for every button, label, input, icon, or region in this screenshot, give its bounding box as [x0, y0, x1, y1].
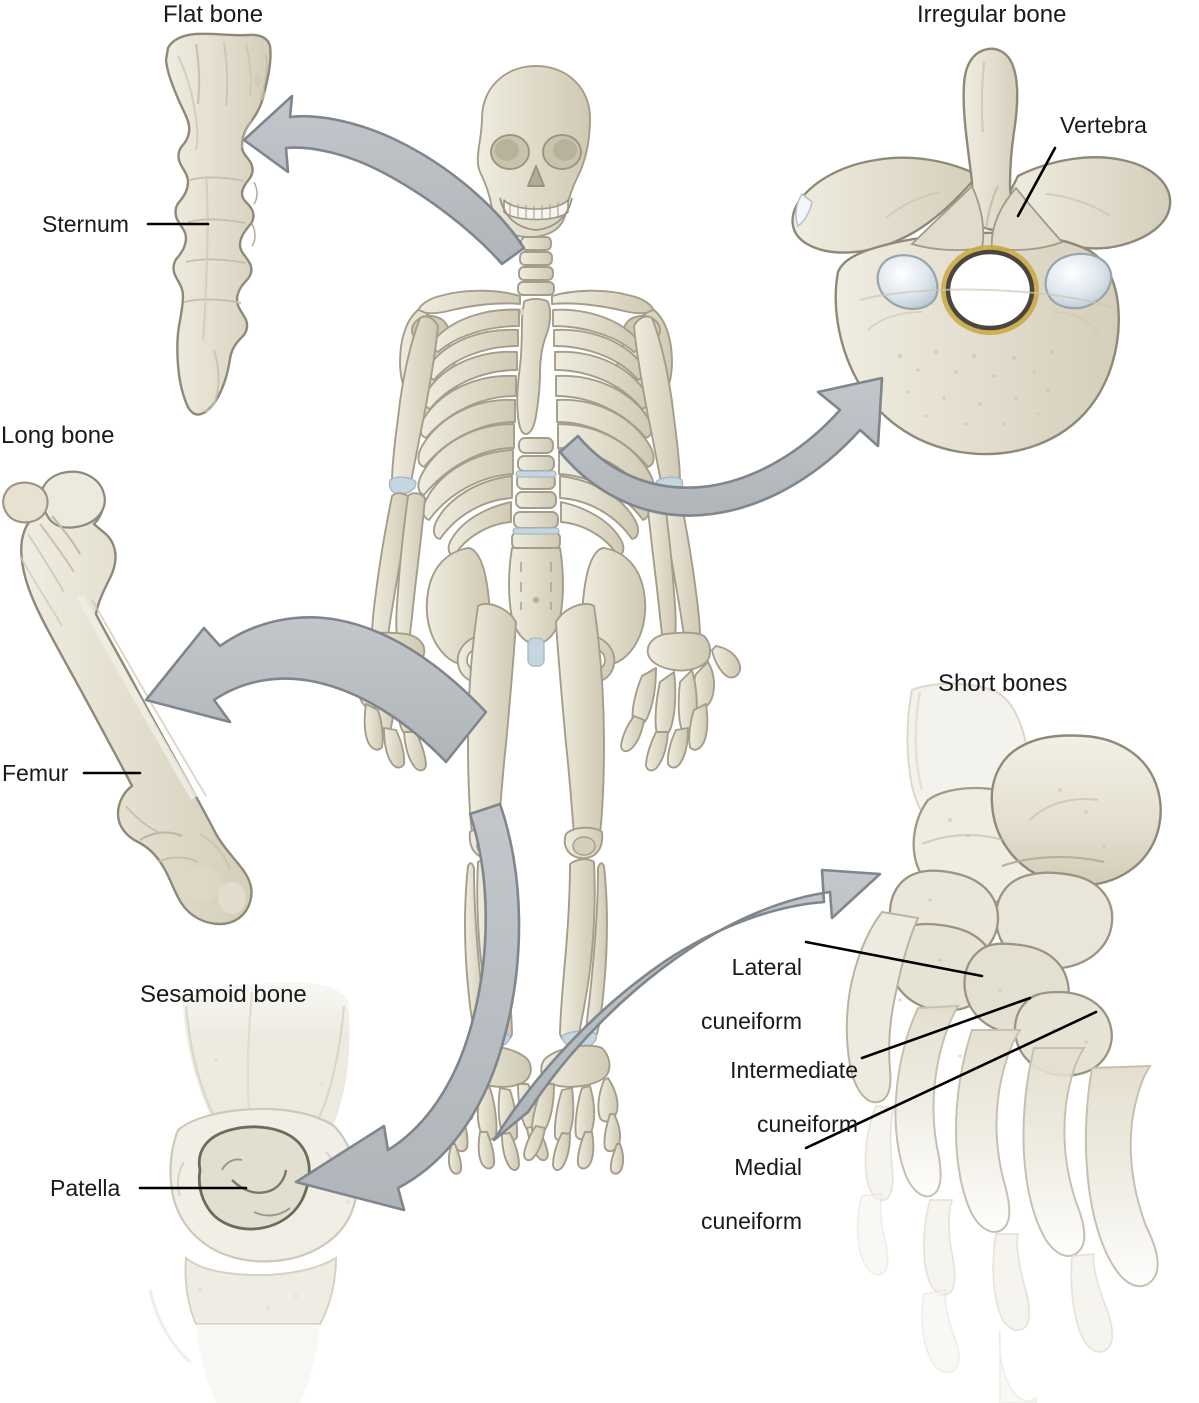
sternum-illustration — [164, 32, 272, 416]
label-medial-cuneiform: Medial cuneiform — [600, 1127, 802, 1235]
foot-tarsals-illustration — [845, 682, 1162, 1403]
leader-intermediate-cuneiform — [860, 996, 1032, 1060]
arrow-to-long-bone — [144, 616, 488, 764]
leader-lateral-cuneiform — [804, 940, 984, 978]
arrow-to-irregular-bone — [558, 376, 884, 517]
label-intermediate-cuneiform: Intermediate cuneiform — [600, 1030, 858, 1138]
label-lateral-cuneiform-line1: Lateral — [731, 954, 802, 980]
label-femur: Femur — [2, 760, 69, 786]
flat-bone-title: Flat bone — [163, 1, 264, 28]
full-skeleton-illustration — [330, 65, 742, 1175]
leader-lines — [82, 146, 1098, 1190]
leader-vertebra — [1016, 146, 1057, 218]
patella-knee-illustration — [148, 982, 358, 1403]
label-intermediate-cuneiform-line2: cuneiform — [757, 1111, 858, 1137]
label-medial-cuneiform-line2: cuneiform — [701, 1208, 802, 1234]
femur-illustration — [2, 470, 253, 926]
label-lateral-cuneiform-line2: cuneiform — [701, 1008, 802, 1034]
label-vertebra: Vertebra — [1060, 112, 1147, 138]
vertebra-illustration — [791, 47, 1172, 456]
label-lateral-cuneiform: Lateral cuneiform — [600, 927, 802, 1035]
short-bones-title: Short bones — [938, 670, 1068, 697]
pointer-arrows — [144, 94, 884, 1212]
long-bone-title: Long bone — [1, 422, 115, 449]
arrow-to-flat-bone — [242, 94, 526, 266]
label-patella: Patella — [50, 1175, 121, 1201]
arrow-to-short-bones — [492, 868, 882, 1142]
leader-medial-cuneiform — [804, 1010, 1098, 1150]
sesamoid-bone-title: Sesamoid bone — [140, 981, 307, 1008]
arrow-to-sesamoid-bone — [294, 802, 521, 1212]
label-intermediate-cuneiform-line1: Intermediate — [730, 1057, 858, 1083]
irregular-bone-title: Irregular bone — [917, 1, 1067, 28]
label-sternum: Sternum — [42, 211, 129, 237]
label-medial-cuneiform-line1: Medial — [734, 1154, 802, 1180]
